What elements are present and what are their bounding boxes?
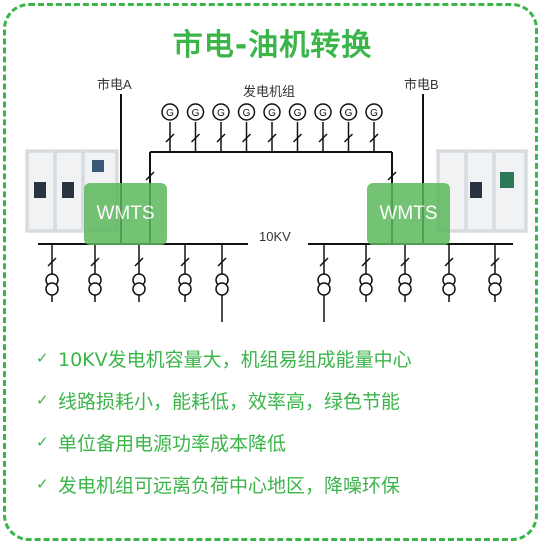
generator-icon: [339, 103, 358, 121]
bus-voltage-label: 10KV: [259, 229, 291, 244]
check-icon: ✓: [36, 433, 49, 451]
feature-text: 线路损耗小，能耗低，效率高，绿色节能: [58, 391, 401, 413]
breaker-mark: [319, 257, 329, 267]
breaker-mark: [490, 257, 500, 267]
feature-text: 10KV发电机容量大，机组易组成能量中心: [58, 349, 412, 371]
mains-a-label: 市电A: [97, 77, 132, 92]
breaker-mark: [134, 257, 144, 267]
generator-symbol: G: [217, 108, 225, 119]
transformer-winding-icon: [45, 282, 59, 296]
transformer-winding-icon: [359, 282, 373, 296]
breaker-mark: [343, 133, 354, 143]
breaker-mark: [267, 133, 277, 143]
feature-item: ✓ 单位备用电源功率成本降低: [36, 429, 412, 471]
check-icon: ✓: [36, 475, 49, 493]
breaker-mark: [216, 133, 226, 143]
generator-symbol: G: [192, 108, 200, 119]
generator-icon: [263, 103, 281, 121]
feature-item: ✓ 线路损耗小，能耗低，效率高，绿色节能: [36, 387, 412, 429]
transformer-winding-icon: [215, 282, 229, 296]
breaker-mark: [241, 133, 252, 143]
generator-icon: [288, 103, 307, 121]
generator-symbol: G: [294, 108, 302, 119]
switchgear-cabinet-right: [436, 149, 528, 233]
page-title: 市电-油机转换: [172, 28, 373, 63]
transformer-winding-icon: [178, 282, 192, 296]
generator-icon: [314, 103, 332, 121]
transformer-winding-icon: [132, 282, 146, 296]
wmts-box-left: WMTS: [84, 183, 167, 245]
generator-symbol: G: [243, 108, 251, 119]
generator-symbol: G: [319, 108, 327, 119]
generator-icon: [186, 103, 205, 121]
breaker-mark: [145, 171, 155, 181]
transformer-winding-icon: [88, 282, 102, 296]
dashed-border: [3, 3, 538, 541]
generator-symbol: G: [166, 108, 174, 119]
breaker-mark: [47, 257, 57, 267]
check-icon: ✓: [36, 391, 49, 409]
generator-symbol: G: [345, 108, 353, 119]
switchgear-cabinet-left: [25, 149, 119, 233]
feature-item: ✓ 10KV发电机容量大，机组易组成能量中心: [36, 345, 412, 387]
wmts-box-right: WMTS: [367, 183, 450, 245]
feature-text: 单位备用电源功率成本降低: [58, 433, 287, 455]
breaker-mark: [165, 133, 175, 143]
breaker-mark: [400, 257, 410, 267]
breaker-mark: [387, 171, 397, 181]
transformer-winding-icon: [398, 282, 412, 296]
genset-label: 发电机组: [243, 84, 296, 99]
breaker-mark: [444, 257, 454, 267]
generator-icon: [365, 103, 383, 121]
mains-b-label: 市电B: [404, 77, 439, 92]
breaker-mark: [90, 257, 100, 267]
breaker-mark: [190, 133, 201, 143]
generator-symbol: G: [268, 108, 276, 119]
generator-icon: [237, 103, 256, 121]
feature-list: ✓ 10KV发电机容量大，机组易组成能量中心 ✓ 线路损耗小，能耗低，效率高，绿色节…: [36, 345, 412, 513]
feature-text: 发电机组可远离负荷中心地区，降噪环保: [58, 475, 401, 497]
transformer-winding-icon: [317, 282, 331, 296]
generator-symbol: G: [370, 108, 378, 119]
generator-icon: [161, 103, 179, 121]
generator-icon: [212, 103, 230, 121]
transformer-winding-icon: [488, 282, 502, 296]
transformer-winding-icon: [442, 282, 456, 296]
breaker-mark: [217, 257, 227, 267]
check-icon: ✓: [36, 349, 49, 367]
breaker-mark: [180, 257, 190, 267]
breaker-mark: [369, 133, 379, 143]
breaker-mark: [292, 133, 303, 143]
breaker-mark: [318, 133, 328, 143]
feature-item: ✓ 发电机组可远离负荷中心地区，降噪环保: [36, 471, 412, 513]
breaker-mark: [361, 257, 371, 267]
